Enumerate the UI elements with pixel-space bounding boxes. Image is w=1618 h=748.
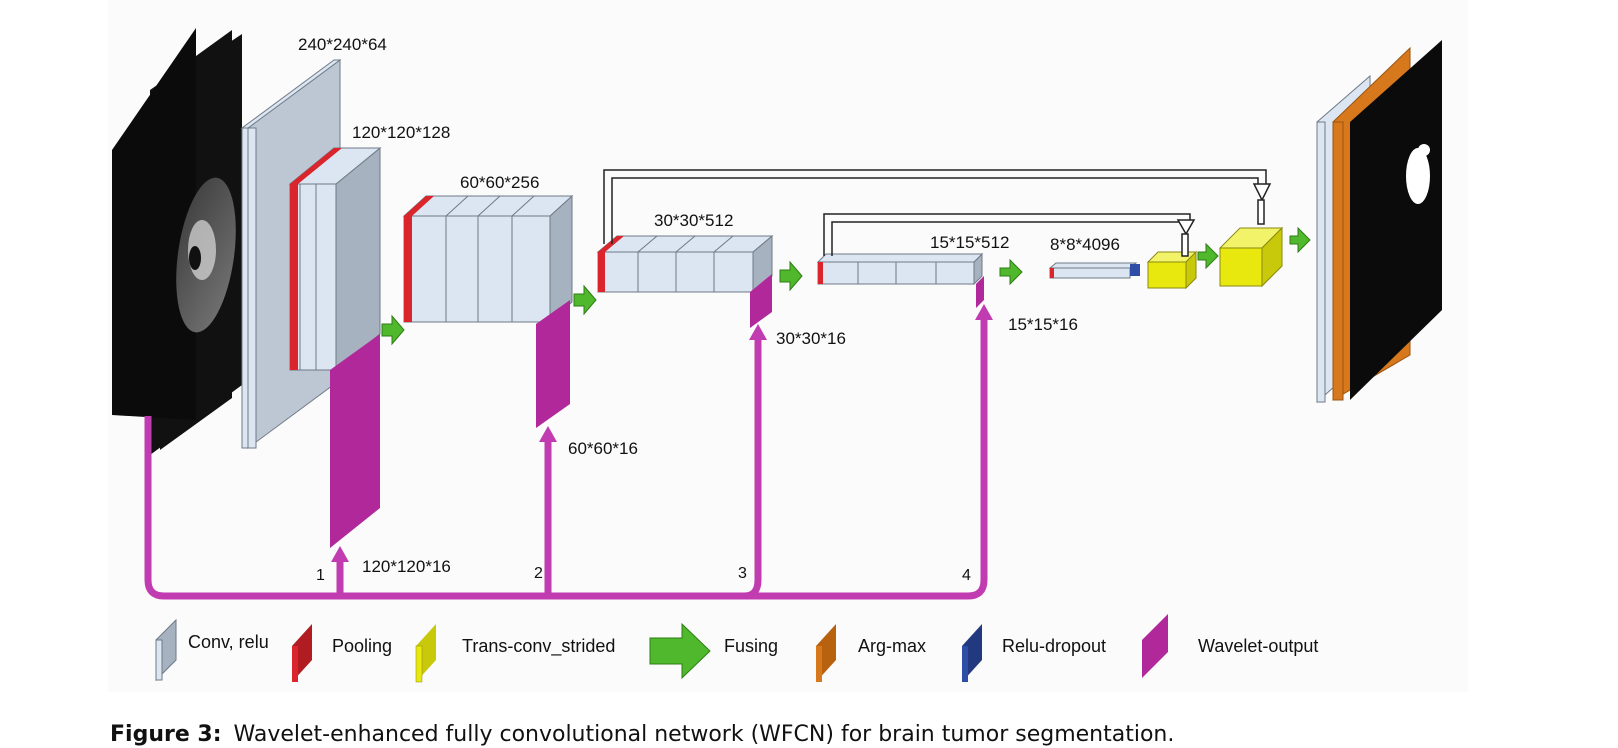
fusing-arrow-3: [779, 260, 803, 292]
conv-block-60: [402, 194, 574, 324]
legend: Conv, relu Pooling Trans-conv_strided Fu…: [155, 614, 1318, 683]
conv-block-15: [816, 252, 984, 286]
path-number-1: 1: [316, 567, 325, 584]
fusing-arrow-2: [573, 284, 597, 316]
fusing-arrow-6: [1289, 226, 1311, 254]
caption-text: Wavelet-enhanced fully convolutional net…: [233, 722, 1175, 747]
legend-transconv-swatch: [415, 624, 436, 683]
legend-fusing-label: Fusing: [724, 636, 778, 656]
dim-label-block1: 120*120*128: [352, 123, 450, 142]
dim-label-wavelet1: 120*120*16: [362, 557, 451, 576]
legend-conv-swatch: [155, 618, 177, 682]
conv-block-30: [596, 234, 774, 294]
dim-label-wavelet3: 30*30*16: [776, 329, 846, 348]
legend-wavelet-label: Wavelet-output: [1198, 636, 1318, 656]
transconv-cube-small: [1146, 250, 1198, 290]
legend-reludropout-swatch: [962, 624, 982, 682]
fusing-arrow-1: [381, 314, 405, 346]
wavelet-paths: [144, 318, 988, 600]
skip-connection-mid: [823, 213, 1196, 257]
dim-label-block3: 30*30*512: [654, 211, 733, 230]
legend-wavelet-swatch: [1142, 614, 1168, 678]
legend-argmax-label: Arg-max: [858, 636, 926, 656]
fusing-arrow-5: [1197, 242, 1219, 270]
legend-conv-label: Conv, relu: [188, 632, 269, 652]
fusing-arrow-4: [999, 258, 1023, 286]
dim-label-block2: 60*60*256: [460, 173, 539, 192]
dim-label-input: 240*240*64: [298, 35, 387, 54]
dim-label-wavelet2: 60*60*16: [568, 439, 638, 458]
transconv-cube-large: [1218, 226, 1284, 288]
conv-block-120: [288, 146, 382, 372]
dim-label-block5: 8*8*4096: [1050, 235, 1120, 254]
wavelet-output-120: [330, 334, 380, 548]
wavelet-output-30: [750, 274, 772, 328]
dim-label-block4: 15*15*512: [930, 233, 1009, 252]
input-mri-stack: [112, 28, 242, 455]
skip-connection-top: [603, 169, 1272, 244]
caption-label: Figure 3:: [110, 722, 222, 747]
legend-pooling-label: Pooling: [332, 636, 392, 656]
dim-label-wavelet4: 15*15*16: [1008, 315, 1078, 334]
output-stack: [1316, 40, 1442, 404]
path-number-3: 3: [738, 565, 747, 582]
path-number-4: 4: [962, 567, 971, 584]
wavelet-output-60: [536, 300, 570, 428]
legend-reludropout-label: Relu-dropout: [1002, 636, 1106, 656]
legend-fusing-swatch: [649, 622, 711, 680]
legend-transconv-label: Trans-conv_strided: [462, 636, 615, 657]
fc-block-8: [1048, 262, 1140, 279]
figure-caption: Figure 3: Wavelet-enhanced fully convolut…: [110, 722, 1174, 747]
legend-argmax-swatch: [816, 624, 836, 682]
wavelet-arrowheads: [331, 304, 993, 562]
wavelet-output-15: [976, 276, 984, 308]
legend-pooling-swatch: [292, 624, 312, 682]
path-number-2: 2: [534, 565, 543, 582]
